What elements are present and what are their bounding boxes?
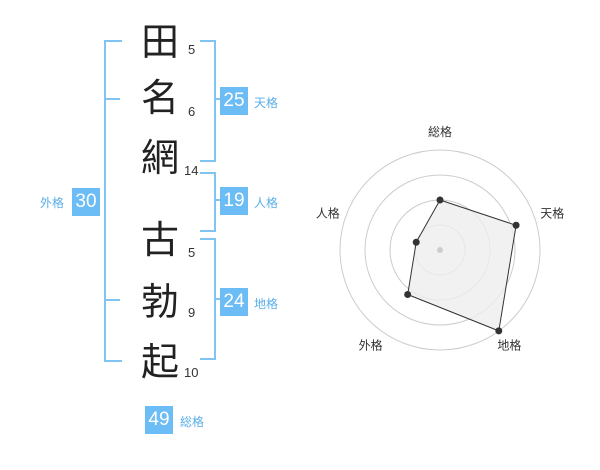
gaikaku-bracket (104, 40, 122, 362)
given-char-2: 勃 (140, 280, 179, 324)
radar-axis-label: 外格 (359, 338, 383, 353)
jinkaku-badge: 19 (220, 187, 248, 215)
given-strokes-3: 10 (184, 365, 199, 380)
radar-axis-label: 地格 (497, 338, 521, 353)
gaikaku-badge: 30 (72, 188, 100, 216)
soukaku-label: 総格 (180, 415, 205, 429)
tenkaku-label: 天格 (254, 96, 279, 110)
bracket-tick (104, 299, 120, 301)
jinkaku-bracket (200, 172, 216, 232)
radar-axis-label: 総格 (428, 124, 452, 139)
surname-char-2: 名 (140, 76, 179, 120)
surname-strokes-1: 5 (188, 42, 196, 57)
radar-axis-label: 人格 (316, 206, 340, 221)
surname-char-1: 田 (140, 20, 179, 64)
radar-point-5 (412, 238, 420, 246)
radar-point-3 (495, 327, 503, 335)
chikaku-label: 地格 (254, 297, 279, 311)
tenkaku-badge: 25 (220, 87, 248, 115)
given-strokes-1: 5 (188, 245, 196, 260)
tenkaku-bracket (200, 40, 216, 162)
bracket-tick (214, 199, 220, 201)
jinkaku-label: 人格 (254, 196, 279, 210)
surname-strokes-3: 14 (184, 163, 199, 178)
radar-grid-ring (339, 149, 541, 351)
radar-point-1 (436, 196, 444, 204)
radar-grid-ring (364, 174, 516, 326)
radar-axis-label: 天格 (540, 206, 564, 221)
chikaku-badge: 24 (220, 288, 248, 316)
radar-center-dot (437, 247, 443, 253)
bracket-tick (214, 298, 220, 300)
surname-char-3: 網 (140, 136, 179, 180)
given-char-1: 古 (140, 218, 179, 262)
bracket-tick (104, 98, 120, 100)
given-char-3: 起 (140, 340, 179, 384)
radar-polygon (407, 199, 517, 332)
surname-strokes-2: 6 (188, 104, 196, 119)
gaikaku-label: 外格 (40, 196, 65, 210)
given-strokes-2: 9 (188, 305, 196, 320)
radar-point-2 (512, 221, 520, 229)
radar-point-4 (404, 290, 412, 298)
bracket-tick (214, 98, 220, 100)
soukaku-badge: 49 (145, 406, 173, 434)
